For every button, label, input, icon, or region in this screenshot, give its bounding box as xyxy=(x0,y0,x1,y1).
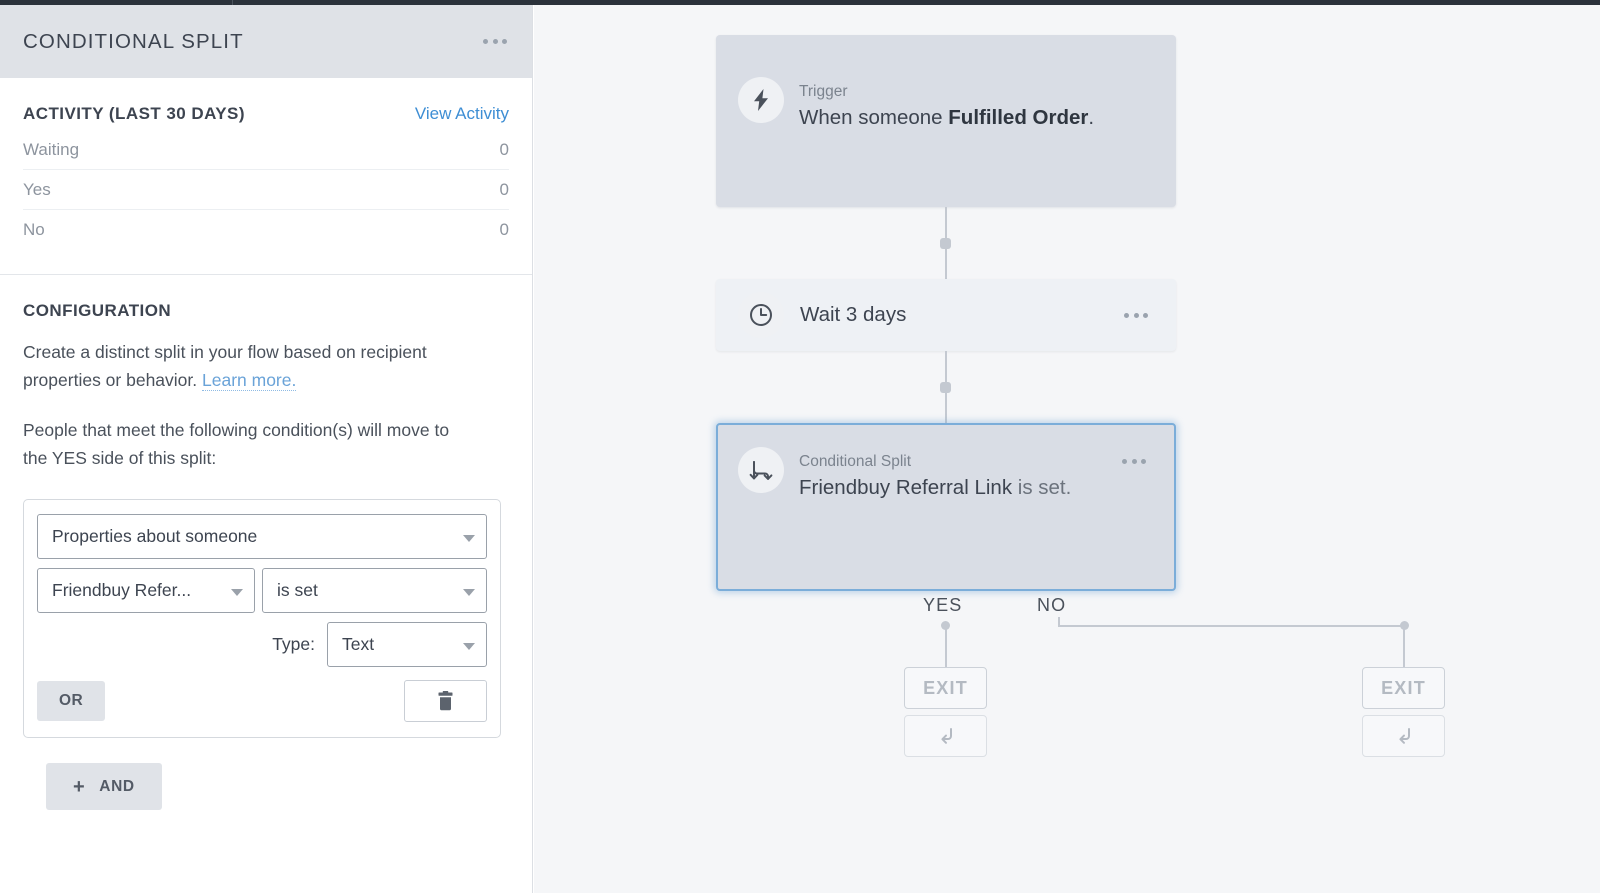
activity-row-value: 0 xyxy=(499,179,509,199)
return-button-yes[interactable] xyxy=(904,715,987,757)
activity-row-value: 0 xyxy=(499,220,509,239)
type-select-value: Text xyxy=(342,634,375,654)
split-node-kicker: Conditional Split xyxy=(799,453,912,470)
branch-label-no: NO xyxy=(1037,595,1067,615)
branch-label-yes: YES xyxy=(923,595,963,615)
connector-no-vertical xyxy=(1403,625,1405,667)
operator-select-value: is set xyxy=(277,580,318,600)
split-branch-icon xyxy=(738,447,784,493)
activity-row-label: Yes xyxy=(23,179,51,199)
type-select[interactable]: Text xyxy=(327,622,487,667)
chevron-down-icon xyxy=(463,588,475,596)
trash-icon xyxy=(438,691,453,711)
activity-title: ACTIVITY (LAST 30 DAYS) xyxy=(23,104,245,123)
activity-header: ACTIVITY (LAST 30 DAYS) View Activity xyxy=(23,104,509,124)
condition-row: Friendbuy Refer... is set xyxy=(37,568,487,613)
trigger-text-strong: Fulfilled Order xyxy=(948,106,1089,129)
type-row: Type: Text xyxy=(37,622,487,667)
panel-header: CONDITIONAL SPLIT xyxy=(0,5,532,78)
panel-title: CONDITIONAL SPLIT xyxy=(23,29,244,53)
connector-dot[interactable] xyxy=(940,382,951,393)
property-select[interactable]: Friendbuy Refer... xyxy=(37,568,255,613)
condition-actions: OR xyxy=(37,680,487,722)
learn-more-link[interactable]: Learn more. xyxy=(202,370,297,391)
flow-node-trigger[interactable]: Trigger When someone Fulfilled Order. xyxy=(716,35,1176,207)
flow-node-conditional-split[interactable]: Conditional Split Friendbuy Referral Lin… xyxy=(716,423,1176,591)
configuration-section: CONFIGURATION Create a distinct split in… xyxy=(0,275,532,810)
clock-icon xyxy=(738,292,784,338)
condition-card: Properties about someone Friendbuy Refer… xyxy=(23,499,501,738)
view-activity-link[interactable]: View Activity xyxy=(414,104,509,123)
delete-condition-button[interactable] xyxy=(404,680,487,722)
activity-row-value: 0 xyxy=(499,139,509,159)
split-text-suffix: is set. xyxy=(1012,476,1072,499)
exit-box-no[interactable]: EXIT xyxy=(1362,667,1445,709)
conditional-split-panel: CONDITIONAL SPLIT ACTIVITY (LAST 30 DAYS… xyxy=(0,5,533,893)
subject-select-value: Properties about someone xyxy=(52,526,258,546)
exit-box-yes[interactable]: EXIT xyxy=(904,667,987,709)
ellipsis-icon[interactable] xyxy=(479,31,511,52)
configuration-description-text: Create a distinct split in your flow bas… xyxy=(23,342,427,390)
add-and-condition-label: AND xyxy=(99,777,135,795)
chevron-down-icon xyxy=(463,642,475,650)
chevron-down-icon xyxy=(463,534,475,542)
activity-row-yes: Yes 0 xyxy=(23,170,509,210)
plus-icon: + xyxy=(73,775,86,798)
activity-row-no: No 0 xyxy=(23,210,509,250)
split-node-text: Friendbuy Referral Link is set. xyxy=(799,476,1071,500)
activity-row-label: Waiting xyxy=(23,139,80,159)
activity-row-label: No xyxy=(23,220,45,239)
activity-section: ACTIVITY (LAST 30 DAYS) View Activity Wa… xyxy=(0,78,532,275)
lightning-bolt-icon xyxy=(738,77,784,123)
return-arrow-icon xyxy=(940,728,952,744)
trigger-text-suffix: . xyxy=(1088,106,1095,129)
or-button[interactable]: OR xyxy=(37,681,106,721)
connector-no-horizontal xyxy=(1058,625,1405,627)
trigger-node-text: When someone Fulfilled Order. xyxy=(799,106,1094,130)
configuration-instruction: People that meet the following condition… xyxy=(23,420,450,468)
connector-dot[interactable] xyxy=(940,238,951,249)
configuration-description: Create a distinct split in your flow bas… xyxy=(23,338,471,394)
ellipsis-icon[interactable] xyxy=(1118,307,1154,324)
trigger-node-kicker: Trigger xyxy=(799,83,848,100)
operator-select[interactable]: is set xyxy=(262,568,487,613)
flow-canvas[interactable]: Trigger When someone Fulfilled Order. Wa… xyxy=(534,5,1600,893)
top-bar xyxy=(0,0,1600,5)
connector-yes xyxy=(945,625,947,667)
return-button-no[interactable] xyxy=(1362,715,1445,757)
split-text-strong: Friendbuy Referral Link xyxy=(799,476,1013,499)
split-node-labels: Conditional Split Friendbuy Referral Lin… xyxy=(799,453,1071,500)
activity-row-waiting: Waiting 0 xyxy=(23,130,509,170)
flow-node-wait[interactable]: Wait 3 days xyxy=(716,279,1176,351)
trigger-text-prefix: When someone xyxy=(799,106,949,129)
type-label: Type: xyxy=(272,634,315,654)
chevron-down-icon xyxy=(231,588,243,596)
wait-node-text: Wait 3 days xyxy=(800,303,907,326)
trigger-node-labels: Trigger When someone Fulfilled Order. xyxy=(799,83,1094,130)
configuration-title: CONFIGURATION xyxy=(23,301,172,320)
ellipsis-icon[interactable] xyxy=(1116,453,1152,470)
property-select-value: Friendbuy Refer... xyxy=(52,580,192,600)
add-and-condition-button[interactable]: + AND xyxy=(46,763,162,810)
top-bar-seam xyxy=(232,0,233,5)
connector-no-stub xyxy=(1058,617,1060,627)
subject-select[interactable]: Properties about someone xyxy=(37,514,487,559)
return-arrow-icon xyxy=(1398,728,1410,744)
